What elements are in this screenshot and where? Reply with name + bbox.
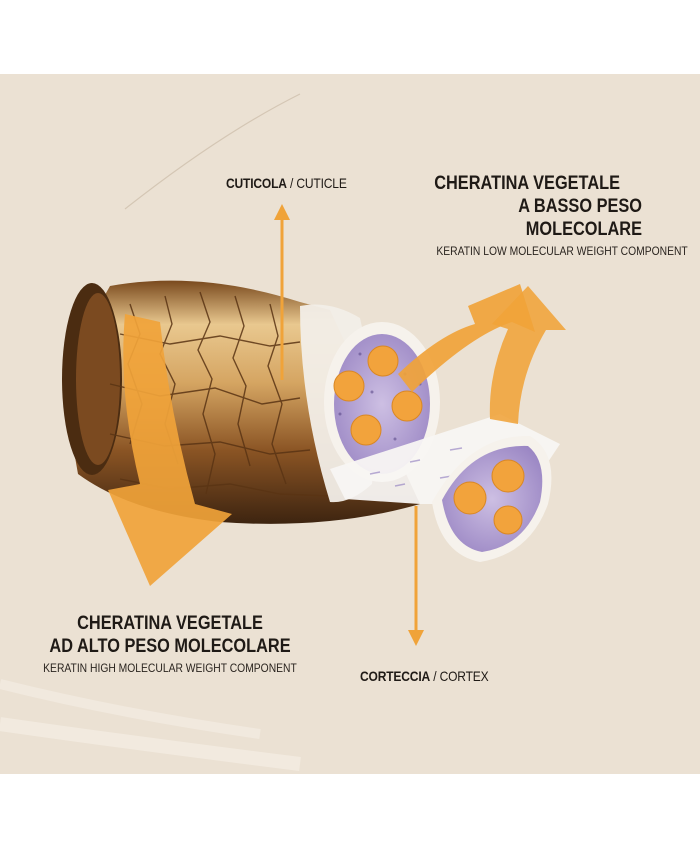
diagram-panel: CUTICOLA / CUTICLE CHERATINA VEGETALE A … <box>0 74 700 774</box>
low-weight-subtitle: KERATIN LOW MOLECULAR WEIGHT COMPONENT <box>436 244 688 258</box>
high-weight-title-line1: CHERATINA VEGETALE <box>77 613 263 634</box>
high-weight-label: CHERATINA VEGETALE AD ALTO PESO MOLECOLA… <box>20 612 320 675</box>
curved-arrow-down-icon <box>108 314 232 586</box>
arrow-down-icon <box>408 506 424 646</box>
low-weight-title-line2: A BASSO PESO MOLECOLARE <box>518 196 642 240</box>
high-weight-title-line2: AD ALTO PESO MOLECOLARE <box>49 636 291 657</box>
cortex-label: CORTECCIA / CORTEX <box>360 668 489 684</box>
arrow-up-icon <box>274 204 290 380</box>
cuticle-label: CUTICOLA / CUTICLE <box>226 175 347 191</box>
curved-arrow-up-icon <box>398 284 566 424</box>
cuticle-label-separator: / <box>290 175 294 191</box>
cuticle-label-en: CUTICLE <box>296 175 347 191</box>
cortex-label-it: CORTECCIA <box>360 668 431 684</box>
cortex-label-en: CORTEX <box>439 668 489 684</box>
low-weight-title-line1: CHERATINA VEGETALE <box>434 173 620 194</box>
cortex-cross-section-lower <box>432 435 552 562</box>
cuticle-label-it: CUTICOLA <box>226 175 287 191</box>
low-weight-label: CHERATINA VEGETALE A BASSO PESO MOLECOLA… <box>400 172 688 258</box>
hair-structure-illustration <box>0 93 566 771</box>
cortex-label-separator: / <box>433 668 437 684</box>
high-weight-subtitle: KERATIN HIGH MOLECULAR WEIGHT COMPONENT <box>43 661 297 675</box>
